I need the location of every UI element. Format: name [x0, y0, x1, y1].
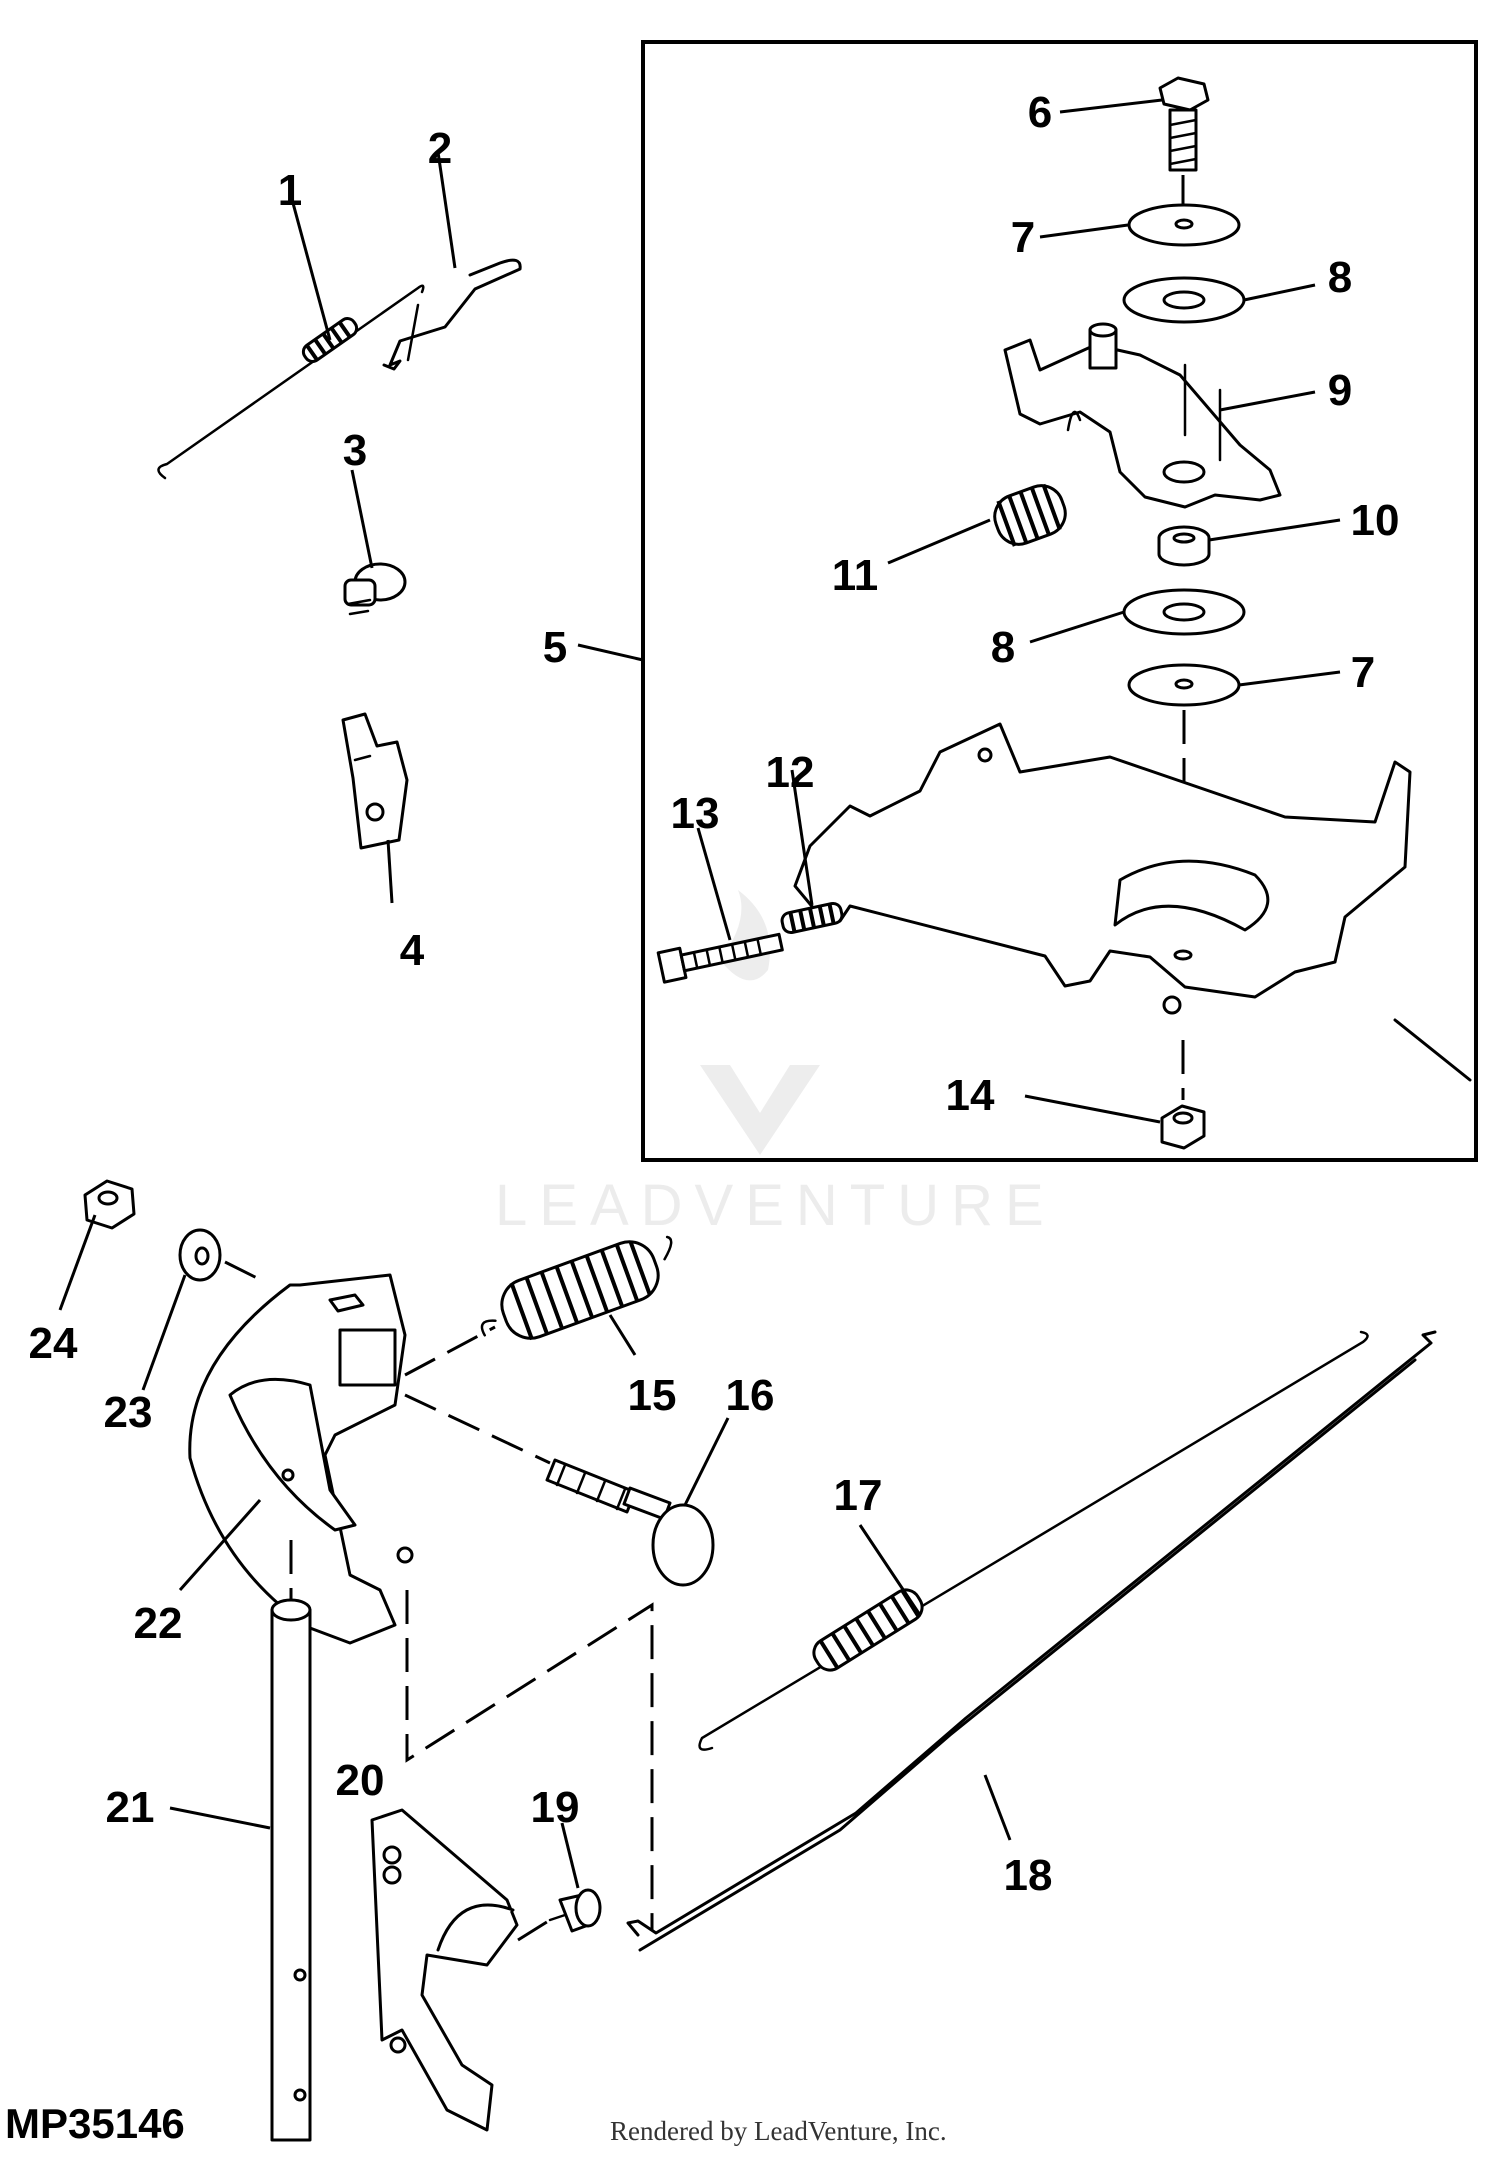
callout-9: 9	[1328, 366, 1352, 415]
callout-22: 22	[134, 1599, 183, 1648]
part-3-screw	[343, 562, 407, 616]
part-12-spring	[780, 901, 844, 935]
callout-15: 15	[628, 1371, 677, 1420]
callout-7-bottom: 7	[1351, 648, 1375, 697]
part-21-shaft	[270, 1598, 312, 2142]
callout-7-top: 7	[1011, 213, 1035, 262]
callout-20: 20	[336, 1756, 385, 1805]
callout-11: 11	[832, 551, 879, 600]
callout-2: 2	[428, 124, 452, 173]
part-5-base-plate	[793, 722, 1472, 1082]
watermark: LEADVENTURE	[495, 890, 1056, 1238]
part-20-bracket	[370, 1808, 519, 2132]
part-2-link	[382, 258, 522, 371]
credit-text: Rendered by LeadVenture, Inc.	[610, 2116, 947, 2146]
callout-3: 3	[343, 426, 367, 475]
callout-17: 17	[834, 1471, 883, 1520]
callout-23: 23	[104, 1388, 153, 1437]
callout-1: 1	[278, 166, 302, 215]
part-23-washer	[178, 1228, 222, 1282]
part-11-spring	[993, 410, 1082, 547]
callout-14: 14	[946, 1071, 995, 1120]
callout-13: 13	[671, 789, 720, 838]
part-17-rod-spring	[698, 1330, 1369, 1751]
callout-18: 18	[1004, 1851, 1053, 1900]
callout-8-bottom: 8	[991, 623, 1015, 672]
part-22-arm	[188, 1273, 414, 1645]
callout-16: 16	[726, 1371, 775, 1420]
part-6-bolt	[1158, 76, 1210, 172]
part-13-screw	[656, 932, 784, 984]
callout-6: 6	[1028, 88, 1052, 137]
callout-12: 12	[766, 748, 815, 797]
part-19-screw	[548, 1888, 602, 1933]
watermark-text: LEADVENTURE	[495, 1173, 1056, 1238]
part-14-nut	[1160, 1104, 1206, 1150]
callout-21: 21	[106, 1783, 155, 1832]
callout-4: 4	[400, 926, 425, 975]
callout-19: 19	[531, 1783, 580, 1832]
part-7-washer-top	[1127, 203, 1241, 247]
part-9-lever	[1003, 322, 1282, 509]
callout-24: 24	[29, 1319, 78, 1368]
part-8-washer-top	[1122, 276, 1246, 324]
figure-id: MP35146	[5, 2100, 185, 2147]
part-16-pin	[545, 1458, 715, 1587]
part-10-spacer	[1157, 525, 1211, 567]
callouts: 1 2 3 4 5 6 7 8 9 10 11 8 7 12 13 14 15 …	[29, 88, 1400, 1900]
part-24-nut	[83, 1179, 136, 1230]
part-1-rod-spring	[157, 284, 425, 480]
part-15-spring	[480, 1235, 673, 1341]
assembly-box	[641, 40, 1478, 1162]
part-18-rod	[626, 1330, 1437, 1937]
callout-10: 10	[1351, 496, 1400, 545]
callout-5: 5	[543, 623, 567, 672]
part-7-washer-bottom	[1127, 663, 1241, 707]
part-8-washer-bottom	[1122, 588, 1246, 636]
part-4-bracket	[341, 712, 409, 850]
callout-8-top: 8	[1328, 253, 1352, 302]
leader-lines	[58, 98, 1341, 1889]
